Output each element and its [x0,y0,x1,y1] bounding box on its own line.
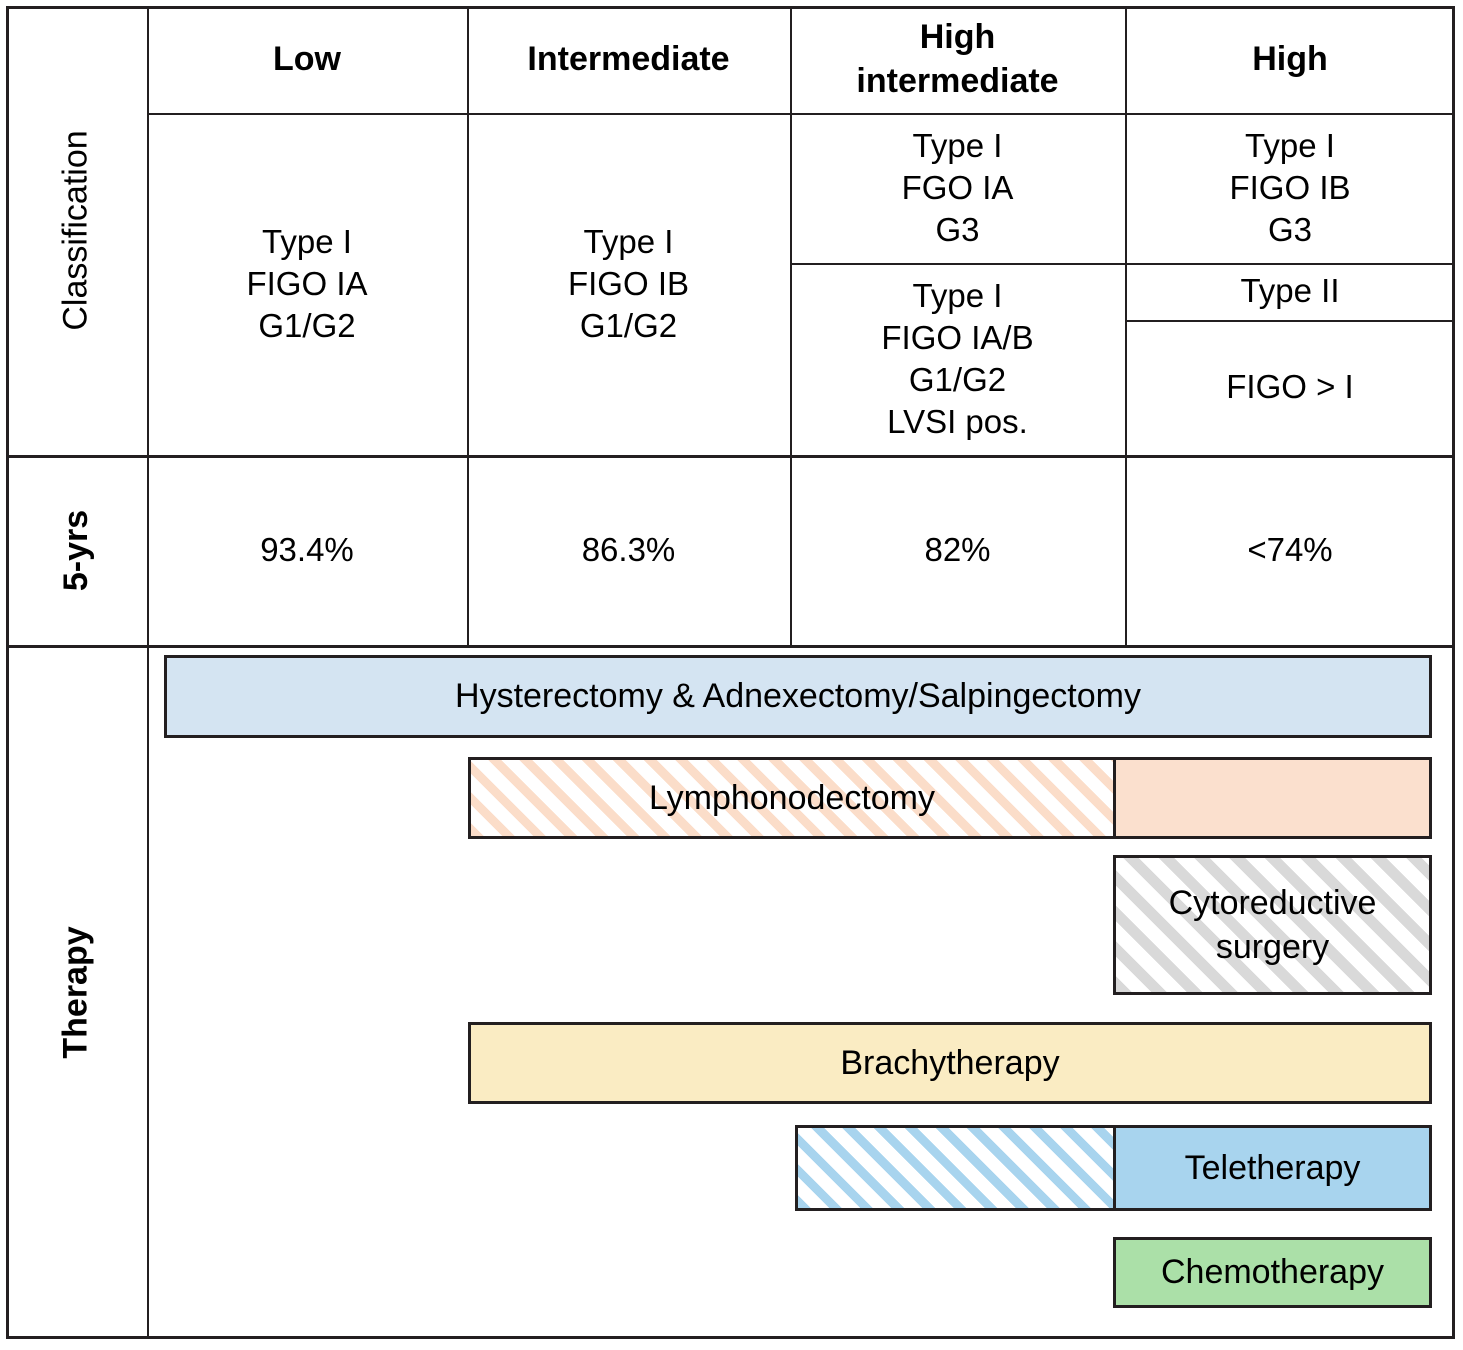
therapy-bar-cytoreductive-surgery-line1: Cytoreductive [1168,883,1377,922]
classification-low-line3: G1/G2 [258,307,356,345]
row-label-classification: Classification [6,6,147,455]
survival-low-value: 93.4% [260,530,354,568]
table-bottom-border [6,1336,1455,1339]
therapy-bar-teletherapy: Teletherapy [795,1125,1432,1211]
therapy-bar-teletherapy-label: Teletherapy [1184,1148,1361,1187]
rule-col-label-right [147,6,149,1339]
rule-col-highint-right [1125,6,1127,645]
row-label-therapy-text: Therapy [56,925,95,1059]
classification-low-line2: FIGO IA [246,264,368,302]
classification-highint-a-line1: Type I [912,126,1003,164]
survival-high-value: <74% [1247,530,1333,568]
table-left-border [6,6,9,1339]
survival-high-intermediate-value: 82% [924,530,991,568]
rule-col-low-right [467,6,469,645]
survival-cell-low: 93.4% [147,455,467,645]
classification-cell-high-b: Type II [1125,263,1455,320]
rule-header-bottom [147,113,1455,115]
classification-intermediate-line1: Type I [583,222,674,260]
row-label-5yrs-text: 5-yrs [57,509,95,591]
therapy-bar-chemotherapy: Chemotherapy [1113,1237,1432,1308]
therapy-bar-cytoreductive-surgery-line2: surgery [1215,928,1330,966]
rule-col-intermediate-right [790,6,792,645]
table-top-border [6,6,1455,9]
column-header-low-label: Low [273,39,341,78]
classification-intermediate-line2: FIGO IB [567,264,689,302]
survival-intermediate-value: 86.3% [581,530,676,568]
classification-highint-b-line3: G1/G2 [908,361,1007,398]
row-label-5yrs: 5-yrs [6,455,147,645]
therapy-bar-lymphonodectomy-solid-pane [1113,757,1432,839]
column-header-low: Low [147,6,467,113]
therapy-bar-chemotherapy-label: Chemotherapy [1160,1253,1384,1292]
survival-cell-intermediate: 86.3% [467,455,790,645]
therapy-bar-lymphonodectomy-label: Lymphonodectomy [648,778,935,817]
therapy-bar-lymphonodectomy-hatched-pane: Lymphonodectomy [468,757,1116,839]
table-right-border [1452,6,1455,1339]
classification-high-a-line1: Type I [1245,126,1335,164]
column-header-high: High [1125,6,1455,113]
column-header-high-intermediate-line2: intermediate [856,61,1059,100]
therapy-bar-teletherapy-hatched-pane [795,1125,1116,1211]
classification-highint-b-line2: FIGO IA/B [881,318,1034,356]
column-header-intermediate-label: Intermediate [527,39,730,78]
survival-cell-high-intermediate: 82% [790,455,1125,645]
row-label-therapy: Therapy [6,645,147,1339]
classification-high-b-line1: Type II [1240,272,1340,310]
therapy-bar-lymphonodectomy: Lymphonodectomy [468,757,1432,839]
classification-high-a-line3: G3 [1267,211,1313,249]
classification-highint-b-line1: Type I [912,276,1003,314]
therapy-bar-hysterectomy: Hysterectomy & Adnexectomy/Salpingectomy [164,655,1432,738]
classification-highint-a-line3: G3 [935,211,980,249]
rule-high-split-1 [1125,263,1455,265]
therapy-bar-hysterectomy-label: Hysterectomy & Adnexectomy/Salpingectomy [455,677,1141,716]
column-header-intermediate: Intermediate [467,6,790,113]
column-header-high-label: High [1252,39,1328,78]
classification-high-a-line2: FIGO IB [1229,168,1351,206]
classification-highint-a-line2: FGO IA [901,168,1014,206]
therapy-bar-teletherapy-solid-pane: Teletherapy [1113,1125,1432,1211]
survival-cell-high: <74% [1125,455,1455,645]
classification-low-line1: Type I [262,222,352,260]
rule-5yrs-bottom [6,645,1455,648]
classification-cell-high-c: FIGO > I [1125,320,1455,455]
classification-highint-b-line4: LVSI pos. [887,403,1028,441]
classification-cell-low: Type I FIGO IA G1/G2 [147,113,467,455]
classification-cell-high-intermediate-b: Type I FIGO IA/B G1/G2 LVSI pos. [790,263,1125,455]
column-header-high-intermediate-line1: High [919,17,996,56]
classification-cell-intermediate: Type I FIGO IB G1/G2 [467,113,790,455]
classification-cell-high-intermediate-a: Type I FGO IA G3 [790,113,1125,263]
classification-intermediate-line3: G1/G2 [579,307,678,345]
rule-classification-bottom [6,455,1455,458]
therapy-bar-brachytherapy: Brachytherapy [468,1022,1432,1104]
row-label-classification-text: Classification [57,130,95,331]
classification-cell-high-a: Type I FIGO IB G3 [1125,113,1455,263]
rule-high-split-2 [1125,320,1455,322]
column-header-high-intermediate: High intermediate [790,6,1125,113]
classification-high-c-line1: FIGO > I [1226,368,1354,406]
therapy-bar-brachytherapy-label: Brachytherapy [840,1043,1060,1082]
rule-highint-split [790,263,1125,265]
therapy-bar-cytoreductive-surgery: Cytoreductive surgery [1113,855,1432,995]
